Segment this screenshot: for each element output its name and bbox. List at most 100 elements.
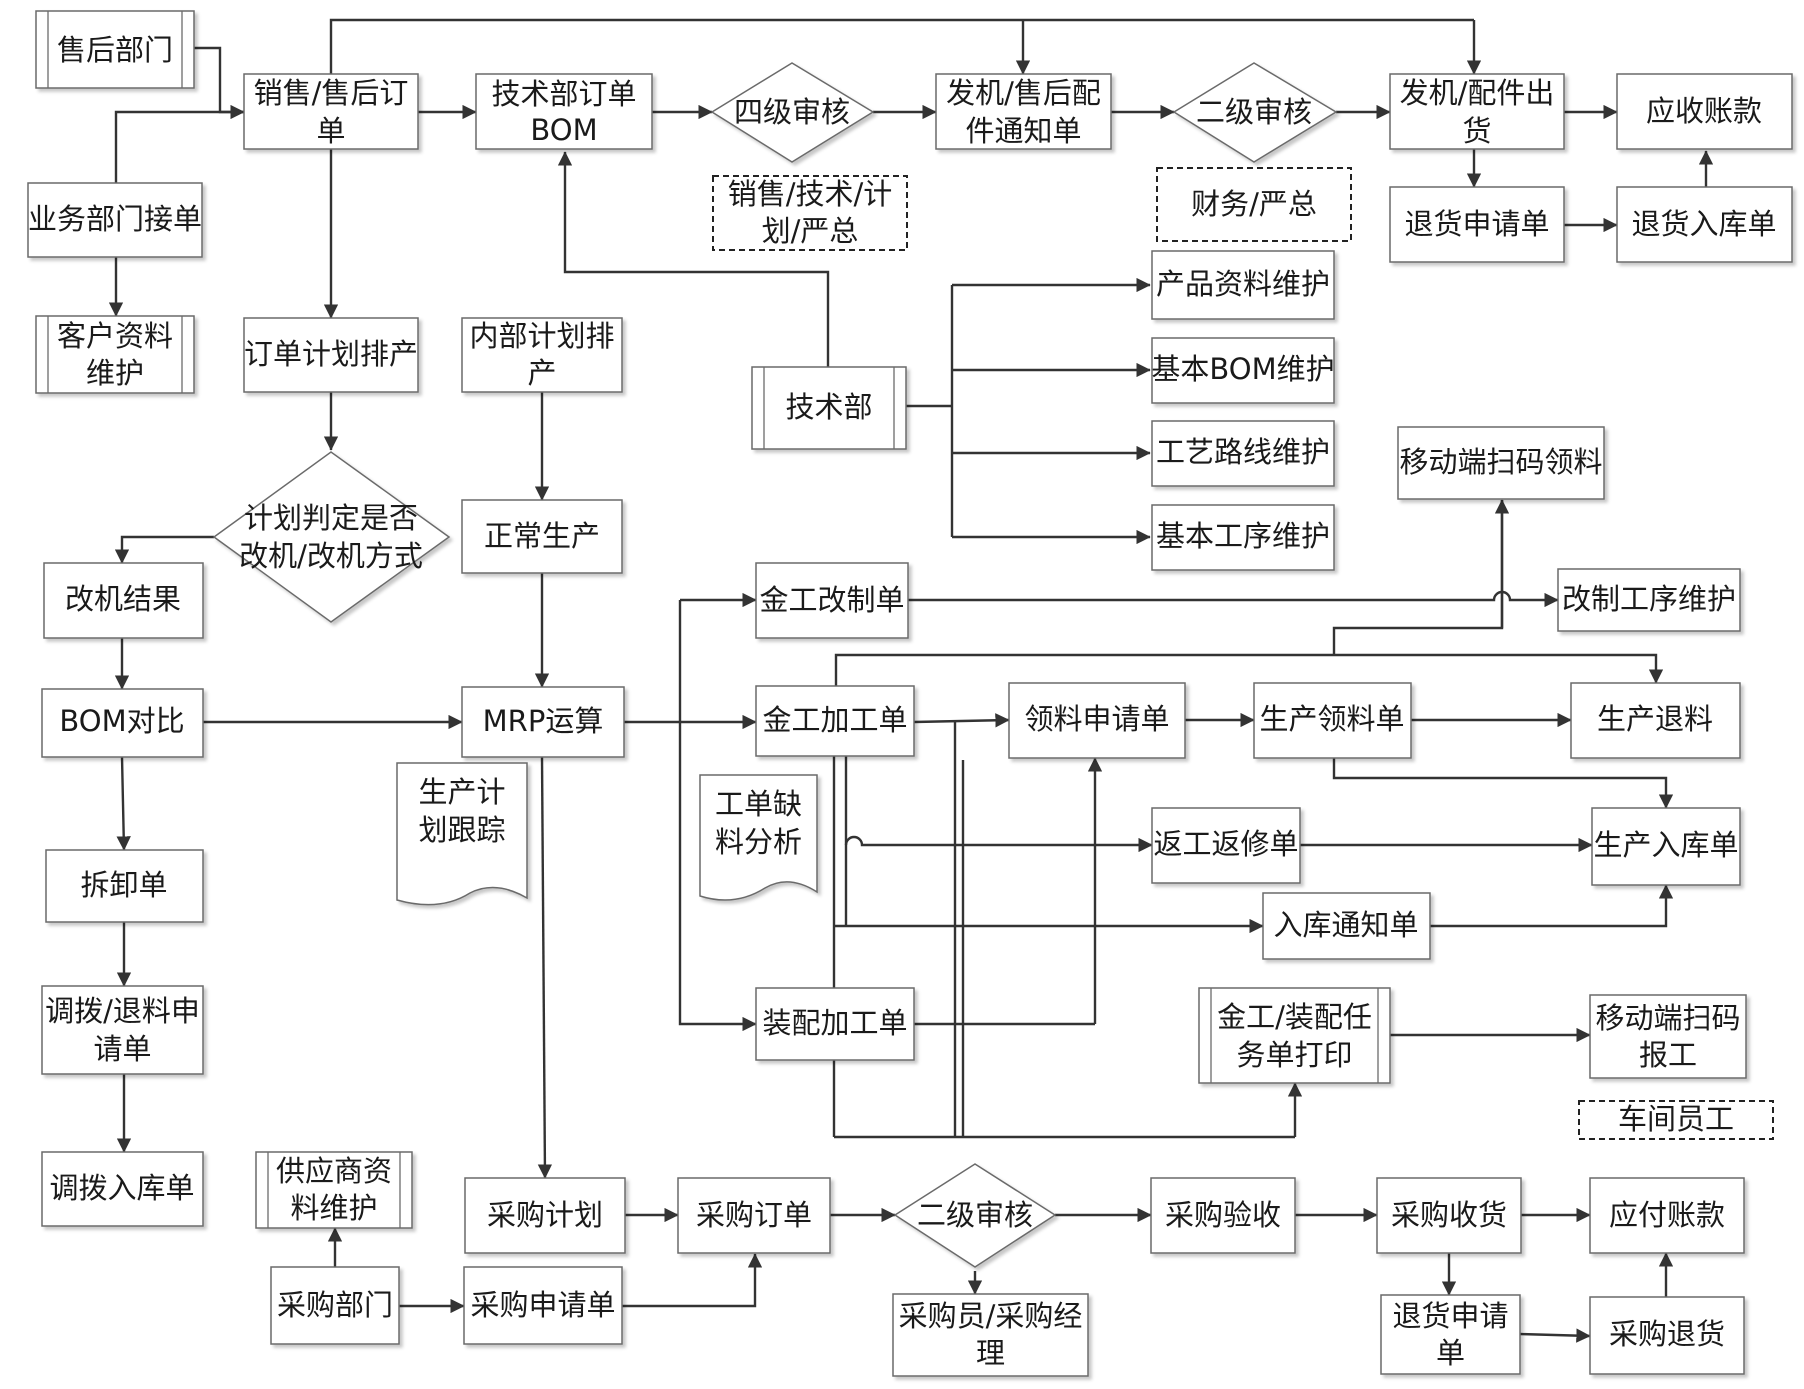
node-shouhou-bumen: 售后部门 [35,10,195,89]
label-chejian: 车间员工 [1618,1102,1734,1136]
node-neibu-jihua: 内部计划排产 [461,317,623,393]
label-fangong: 返工返修单 [1153,827,1298,861]
node-erji-shenhe-top: 二级审核 [1172,62,1338,163]
label-jishubu: 技术部 [785,390,872,424]
node-yidong-baogong: 移动端扫码报工 [1589,994,1747,1079]
label-erji-bottom: 二级审核 [917,1198,1033,1232]
label-faji-tongzhi: 发机/售后配件通知单 [946,75,1101,148]
node-tuihuo-shenqing-bottom: 退货申请单 [1380,1294,1521,1375]
label-gongxu: 基本工序维护 [1156,519,1330,553]
label-faji-chuhuo: 发机/配件出货 [1399,75,1555,148]
label-tuihuo-sq-top: 退货申请单 [1404,207,1549,241]
node-renwudan-dayin: 金工/装配任务单打印 [1198,987,1391,1084]
label-gongyingshang: 供应商资料维护 [275,1154,392,1225]
note-caiwu: 财务/严总 [1156,167,1352,242]
label-caigouyuan: 采购员/采购经理 [898,1299,1083,1370]
label-yidong-baogong: 移动端扫码报工 [1595,1000,1741,1072]
node-jingong-jiagong: 金工加工单 [755,685,915,757]
node-jingong-gaizhi: 金工改制单 [755,562,909,639]
label-lingliao-sq: 领料申请单 [1024,702,1169,736]
label-diaobo-tuiliao: 调拨/退料申请单 [45,994,200,1066]
label-caigou-yanshou: 采购验收 [1165,1198,1281,1232]
node-caigou-shouhuo: 采购收货 [1376,1177,1522,1254]
node-tuihuo-ruku: 退货入库单 [1616,186,1793,263]
label-note-caiwu: 财务/严总 [1191,187,1317,221]
label-yewu: 业务部门接单 [28,202,202,236]
node-chaixie: 拆卸单 [45,849,204,923]
label-jibenbom: 基本BOM维护 [1151,352,1334,386]
label-caigou-bumen: 采购部门 [277,1288,393,1322]
label-dingdan-jihua: 订单计划排产 [244,337,418,371]
note-chejian-yuangong: 车间员工 [1578,1100,1774,1140]
label-jingong-jiagong: 金工加工单 [762,703,907,737]
node-dingdan-jihua: 订单计划排产 [243,317,419,393]
node-shengchan-ruku: 生产入库单 [1591,807,1741,886]
node-gaiji-jieguo: 改机结果 [43,562,204,639]
label-zhuangpei: 装配加工单 [762,1006,907,1040]
label-gongyi: 工艺路线维护 [1156,435,1330,469]
node-bom-duibi: BOM对比 [41,688,204,758]
node-gongyi-luxian: 工艺路线维护 [1151,420,1335,487]
label-jingong-gaizhi: 金工改制单 [759,583,904,617]
label-shengchan-genzong: 生产计划跟踪 [418,774,506,847]
node-panding: 计划判定是否改机/改机方式 [212,451,451,623]
label-jishu-order: 技术部订单BOM [491,76,637,147]
label-gaiji: 改机结果 [65,582,181,616]
label-zhengchang: 正常生产 [484,519,600,553]
label-tuihuo-ruku: 退货入库单 [1631,207,1776,241]
note-xiaoshou-jishu: 销售/技术/计划/严总 [712,175,908,251]
node-zhuangpei-jiagong: 装配加工单 [755,987,915,1061]
label-chaixie: 拆卸单 [80,868,167,902]
node-jiben-bom: 基本BOM维护 [1151,337,1335,404]
node-zhengchang-shengchan: 正常生产 [461,499,623,574]
node-faji-chuhuo: 发机/配件出货 [1389,73,1565,150]
node-caigouyuan: 采购员/采购经理 [892,1293,1089,1377]
node-siji-shenhe: 四级审核 [710,62,875,163]
label-yidong-lingliao: 移动端扫码领料 [1399,445,1602,479]
label-mrp: MRP运算 [483,704,604,738]
node-kehu-ziliao: 客户资料维护 [35,315,195,394]
nodes: 售后部门 销售/售后订单 技术部订单BOM 四级审核 发机/售后配件通知单 [27,10,1793,1377]
node-mrp: MRP运算 [461,686,625,758]
label-renwudan: 金工/装配任务单打印 [1217,999,1372,1072]
label-caigou-jihua: 采购计划 [487,1198,603,1232]
node-gongyingshang: 供应商资料维护 [255,1151,413,1229]
doc-shengchan-genzong: 生产计划跟踪 [396,762,528,906]
node-jishubu: 技术部 [751,366,907,450]
label-gongdan-queliao: 工单缺料分析 [714,786,802,859]
label-ruku-tongzhi: 入库通知单 [1273,908,1418,942]
label-caigou-shouhuo: 采购收货 [1391,1198,1507,1232]
node-fangong-fanxiu: 返工返修单 [1151,807,1301,884]
label-caigou-tuihuo: 采购退货 [1609,1317,1725,1351]
node-shengchan-lingliao: 生产领料单 [1253,682,1412,759]
label-panding: 计划判定是否改机/改机方式 [239,501,423,573]
node-diaobo-ruku: 调拨入库单 [41,1151,204,1227]
label-neibu: 内部计划排产 [469,319,615,390]
node-ruku-tongzhi: 入库通知单 [1262,892,1431,960]
label-xiaoshou: 销售/售后订单 [253,75,409,148]
node-yewu-jiedan: 业务部门接单 [27,182,203,258]
label-diaobo-ruku: 调拨入库单 [49,1171,194,1205]
node-yingshou: 应收账款 [1616,73,1793,150]
label-yingfu: 应付账款 [1609,1198,1725,1232]
label-shengchan-lingliao: 生产领料单 [1259,702,1404,736]
label-caigou-shenqing: 采购申请单 [470,1288,615,1322]
node-chanpin-ziliao: 产品资料维护 [1151,250,1335,320]
node-gaizhi-gongxu: 改制工序维护 [1557,568,1741,632]
node-lingliao-shenqing: 领料申请单 [1008,682,1186,759]
label-kehu: 客户资料维护 [56,318,173,390]
label-note-xiaoshou: 销售/技术/计划/严总 [727,177,893,248]
label-shengchan-tuiliao: 生产退料 [1597,702,1713,736]
label-bom-duibi: BOM对比 [59,704,184,738]
node-erji-shenhe-bottom: 二级审核 [893,1163,1057,1268]
label-caigou-dingdan: 采购订单 [696,1198,812,1232]
node-jiben-gongxu: 基本工序维护 [1151,504,1335,571]
label-yingshou: 应收账款 [1646,94,1762,128]
label-shengchan-ruku: 生产入库单 [1593,828,1738,862]
node-xiaoshou-dingdan: 销售/售后订单 [243,73,419,150]
label-shouhou: 售后部门 [57,33,173,67]
node-caigou-jihua: 采购计划 [464,1177,626,1254]
node-yidong-lingliao: 移动端扫码领料 [1397,426,1605,500]
node-caigou-yanshou: 采购验收 [1150,1177,1296,1254]
